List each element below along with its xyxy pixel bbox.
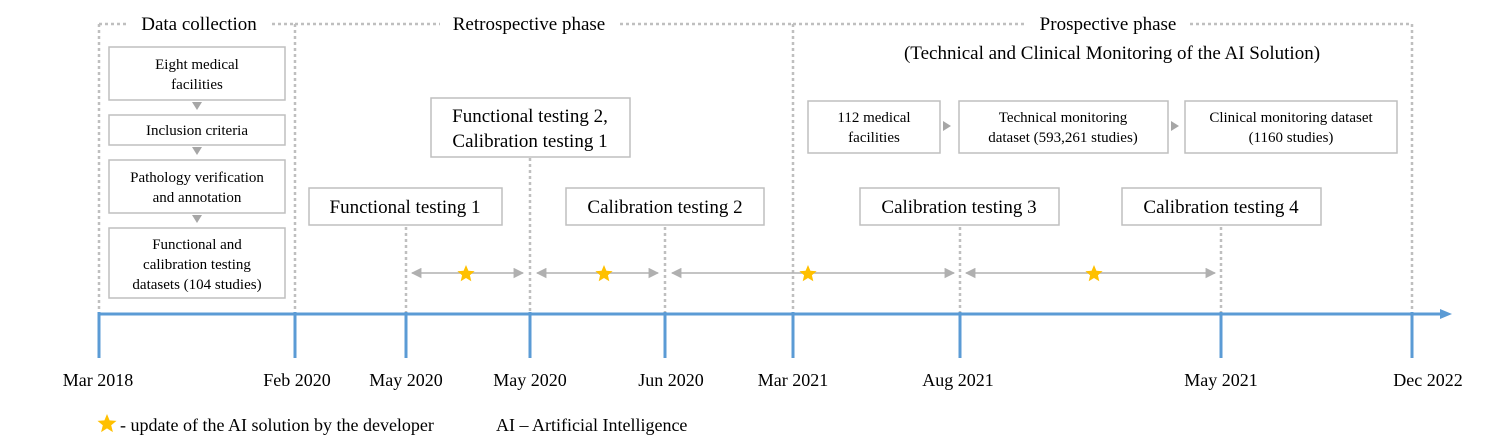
event-calibration-3-label: Calibration testing 3 (881, 197, 1036, 218)
flow-box-datasets-line-2: calibration testing (143, 257, 251, 273)
milestone-guides (404, 158, 1223, 312)
star-icon (595, 265, 613, 282)
prospective-arrow-1 (943, 121, 951, 131)
phase-title-data-collection: Data collection (141, 14, 257, 35)
prospective-flow: 112 medical facilities Technical monitor… (807, 100, 1398, 154)
timeline-axis (97, 309, 1452, 358)
event-box-functional-2-calibration-1 (430, 97, 631, 158)
event-box-calibration-3 (859, 187, 1060, 226)
flow-arrow-3 (192, 215, 202, 223)
date-label: May 2020 (493, 370, 567, 390)
phase-title-retrospective: Retrospective phase (453, 14, 605, 35)
legend-star-text: - update of the AI solution by the devel… (120, 415, 434, 435)
flow-box-facilities-line-1: Eight medical (155, 57, 239, 73)
prospective-box-facilities-line-1: 112 medical (837, 110, 910, 126)
flow-box-facilities (108, 46, 286, 101)
flow-box-inclusion-line-1: Inclusion criteria (146, 123, 248, 139)
prospective-arrow-2 (1171, 121, 1179, 131)
flow-box-pathology-line-2: and annotation (153, 190, 242, 206)
event-functional-2-label: Functional testing 2, (452, 106, 608, 127)
star-icon (1085, 265, 1103, 282)
date-label: Dec 2022 (1393, 370, 1462, 390)
date-label: May 2020 (369, 370, 443, 390)
flow-box-inclusion (108, 114, 286, 146)
event-calibration-1-label: Calibration testing 1 (452, 131, 607, 152)
phase-subtitle-prospective: (Technical and Clinical Monitoring of th… (904, 43, 1320, 64)
flow-arrow-2 (192, 147, 202, 155)
prospective-box-technical (958, 100, 1169, 154)
date-label: Feb 2020 (263, 370, 331, 390)
legend: - update of the AI solution by the devel… (97, 414, 687, 435)
flow-box-datasets-line-3: datasets (104 studies) (132, 277, 261, 293)
date-label: Mar 2021 (758, 370, 829, 390)
prospective-box-facilities (807, 100, 941, 154)
prospective-box-clinical (1184, 100, 1398, 154)
prospective-box-clinical-line-2: (1160 studies) (1249, 130, 1334, 146)
flow-arrow-1 (192, 102, 202, 110)
date-label: May 2021 (1184, 370, 1258, 390)
event-box-calibration-4 (1121, 187, 1322, 226)
event-functional-1-label: Functional testing 1 (330, 197, 481, 218)
update-stars (457, 265, 1103, 282)
date-labels: Mar 2018 Feb 2020 May 2020 May 2020 Jun … (63, 370, 1463, 390)
prospective-box-technical-line-1: Technical monitoring (999, 110, 1128, 126)
event-box-calibration-2 (565, 187, 765, 226)
date-label: Mar 2018 (63, 370, 134, 390)
date-label: Aug 2021 (922, 370, 994, 390)
data-collection-flow: Eight medical facilities Inclusion crite… (108, 46, 286, 299)
legend-abbreviation: AI – Artificial Intelligence (496, 415, 687, 435)
prospective-box-clinical-line-1: Clinical monitoring dataset (1209, 110, 1373, 126)
flow-box-facilities-line-2: facilities (171, 77, 223, 93)
event-calibration-4-label: Calibration testing 4 (1143, 197, 1299, 218)
prospective-box-technical-line-2: dataset (593,261 studies) (988, 130, 1138, 146)
date-label: Jun 2020 (638, 370, 704, 390)
flow-box-datasets-line-1: Functional and (152, 237, 242, 253)
flow-box-pathology-line-1: Pathology verification (130, 170, 264, 186)
phase-frames (97, 22, 1414, 312)
phase-title-prospective: Prospective phase (1040, 14, 1177, 35)
star-icon (799, 265, 817, 282)
event-box-functional-1 (308, 187, 503, 226)
prospective-box-facilities-line-2: facilities (848, 130, 900, 146)
flow-box-datasets (108, 227, 286, 299)
flow-box-pathology (108, 159, 286, 214)
star-icon (457, 265, 475, 282)
legend-star-icon (97, 414, 117, 433)
testing-events: Functional testing 1 Functional testing … (308, 97, 1322, 226)
timeline-arrowhead (1440, 309, 1452, 319)
event-calibration-2-label: Calibration testing 2 (587, 197, 742, 218)
